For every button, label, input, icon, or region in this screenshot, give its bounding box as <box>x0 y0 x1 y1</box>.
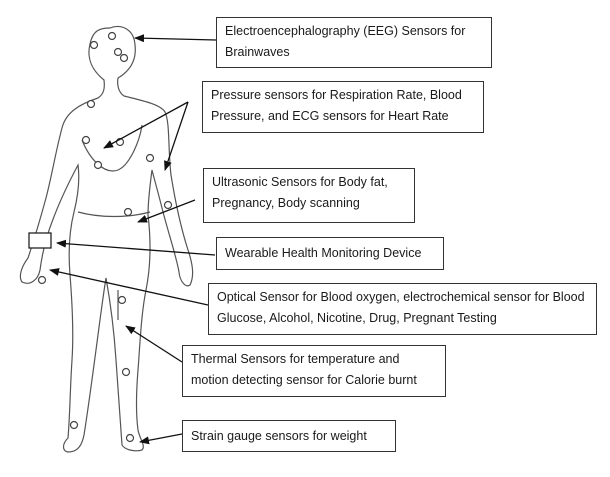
ecg-sensor-dot <box>95 162 102 169</box>
optical-label-line-2: Glucose, Alcohol, Nicotine, Drug, Pregna… <box>217 308 588 329</box>
wearable-label-line-1: Wearable Health Monitoring Device <box>225 241 435 266</box>
eeg-sensor-dot <box>115 49 122 56</box>
eeg-label-line-1: Electroencephalography (EEG) Sensors for <box>225 21 483 42</box>
eeg-sensor-label: Electroencephalography (EEG) Sensors for… <box>216 17 492 68</box>
ultrasonic-label-line-2: Pregnancy, Body scanning <box>212 193 406 214</box>
strain-label-line-1: Strain gauge sensors for weight <box>191 424 387 448</box>
eeg-sensor-dot <box>121 55 128 62</box>
ecg-sensor-dot <box>83 137 90 144</box>
pressure-label-line-1: Pressure sensors for Respiration Rate, B… <box>211 85 475 106</box>
eeg-sensor-dot <box>91 42 98 49</box>
optical-label-line-1: Optical Sensor for Blood oxygen, electro… <box>217 287 588 308</box>
ultrasonic-sensor-dot <box>125 209 132 216</box>
ultrasonic-label-line-1: Ultrasonic Sensors for Body fat, <box>212 172 406 193</box>
thermal-label-line-1: Thermal Sensors for temperature and <box>191 349 437 370</box>
pressure-sensor-dot <box>147 155 154 162</box>
eeg-sensor-dot <box>109 33 116 40</box>
thermal-label-line-2: motion detecting sensor for Calorie burn… <box>191 370 437 391</box>
thermal-sensor-dot <box>119 297 126 304</box>
thermal-sensor-label: Thermal Sensors for temperature and moti… <box>182 345 446 397</box>
strain-gauge-label: Strain gauge sensors for weight <box>182 420 396 452</box>
ultrasonic-sensor-dot <box>165 202 172 209</box>
strain-sensor-dot <box>71 422 78 429</box>
eeg-label-line-2: Brainwaves <box>225 42 483 63</box>
optical-sensor-dot <box>39 277 46 284</box>
pressure-sensor-dot <box>88 101 95 108</box>
strain-sensor-dot <box>127 435 134 442</box>
optical-sensor-label: Optical Sensor for Blood oxygen, electro… <box>208 283 597 335</box>
sensor-markers <box>39 33 172 442</box>
ultrasonic-sensor-label: Ultrasonic Sensors for Body fat, Pregnan… <box>203 168 415 223</box>
thermal-sensor-dot <box>123 369 130 376</box>
pressure-label-line-2: Pressure, and ECG sensors for Heart Rate <box>211 106 475 127</box>
pressure-sensor-label: Pressure sensors for Respiration Rate, B… <box>202 81 484 133</box>
wearable-device-icon <box>29 233 51 248</box>
wearable-device-label: Wearable Health Monitoring Device <box>216 237 444 270</box>
